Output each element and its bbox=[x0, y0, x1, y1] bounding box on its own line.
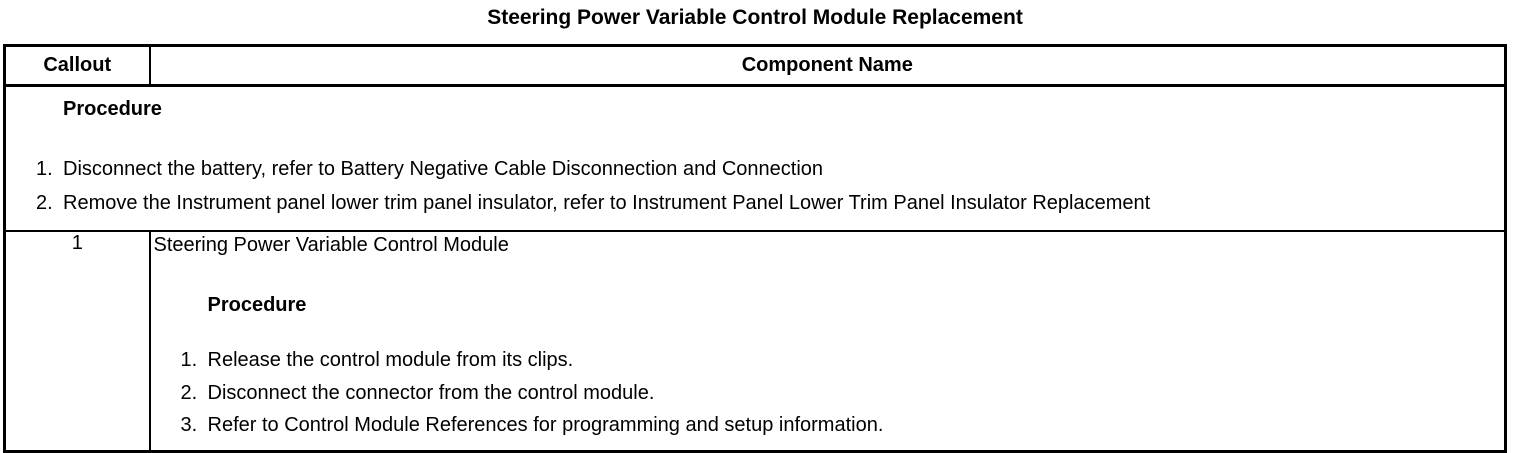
component-replacement-table: Callout Component Name Procedure 1. Disc… bbox=[3, 44, 1507, 453]
step-number: 3. bbox=[180, 414, 198, 436]
procedure-cell: Procedure 1. Disconnect the battery, ref… bbox=[3, 84, 1507, 232]
procedure-step: 2. Remove the Instrument panel lower tri… bbox=[6, 186, 1496, 220]
manual-page: Steering Power Variable Control Module R… bbox=[3, 6, 1507, 453]
step-text: Disconnect the battery, refer to Battery… bbox=[63, 158, 824, 180]
component-procedure-steps-list: 1. Release the control module from its c… bbox=[154, 344, 1501, 442]
procedure-steps-list: 1. Disconnect the battery, refer to Batt… bbox=[6, 152, 1496, 220]
step-text: Release the control module from its clip… bbox=[207, 349, 574, 371]
procedure-row: Procedure 1. Disconnect the battery, ref… bbox=[3, 84, 1507, 232]
procedure-heading: Procedure bbox=[63, 98, 162, 120]
callout-cell: 1 bbox=[3, 230, 151, 452]
step-number: 2. bbox=[36, 192, 53, 214]
column-header-component-name: Component Name bbox=[148, 44, 1507, 87]
procedure-step: 3. Refer to Control Module References fo… bbox=[154, 409, 1501, 442]
page-title: Steering Power Variable Control Module R… bbox=[487, 6, 1023, 29]
column-header-callout: Callout bbox=[3, 44, 151, 87]
step-number: 1. bbox=[180, 349, 198, 371]
step-text: Disconnect the connector from the contro… bbox=[207, 381, 655, 404]
procedure-step: 2. Disconnect the connector from the con… bbox=[154, 377, 1501, 410]
step-text: Remove the Instrument panel lower trim p… bbox=[63, 192, 1151, 214]
table-header-row: Callout Component Name bbox=[3, 44, 1507, 87]
component-row: 1 Steering Power Variable Control Module… bbox=[3, 230, 1507, 452]
component-name: Steering Power Variable Control Module bbox=[153, 234, 509, 256]
procedure-step: 1. Release the control module from its c… bbox=[154, 344, 1501, 377]
step-text: Refer to Control Module References for p… bbox=[207, 414, 884, 436]
step-number: 1. bbox=[36, 158, 53, 180]
procedure-step: 1. Disconnect the battery, refer to Batt… bbox=[6, 152, 1496, 186]
component-cell: Steering Power Variable Control Module P… bbox=[148, 230, 1507, 452]
step-number: 2. bbox=[180, 381, 198, 404]
component-procedure-heading: Procedure bbox=[207, 294, 307, 316]
